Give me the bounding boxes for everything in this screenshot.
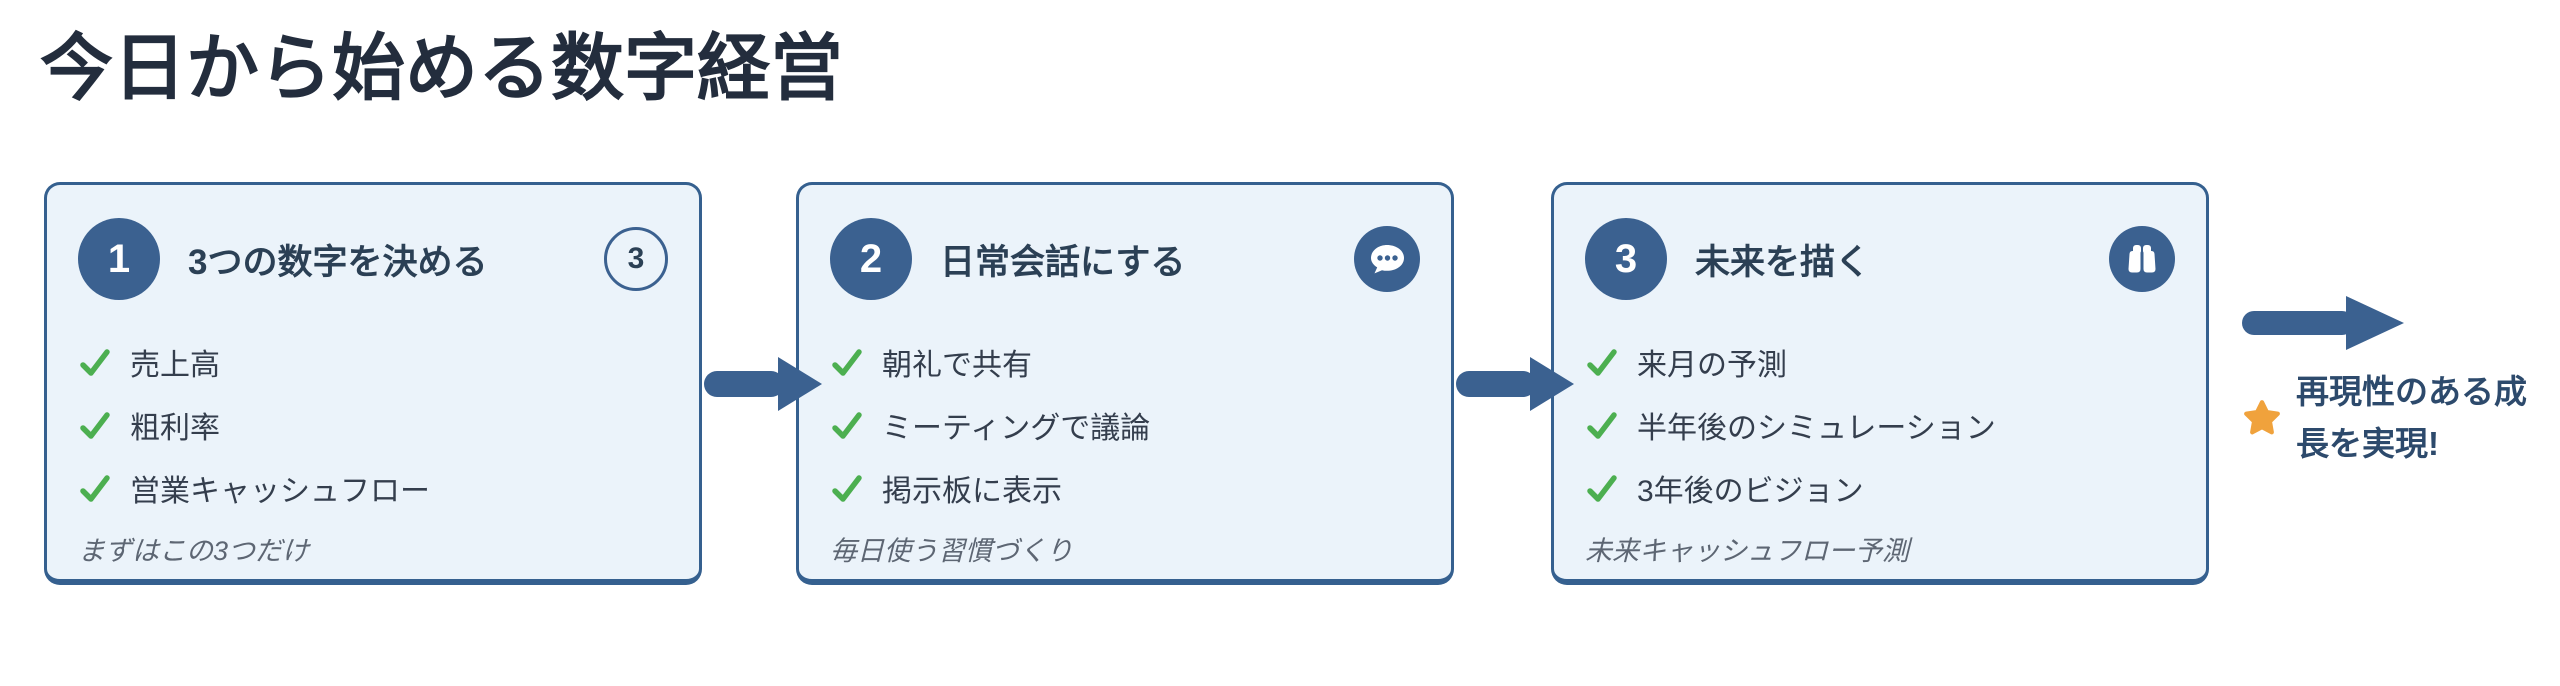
step-number-badge: 3: [1585, 218, 1667, 300]
step-number-badge: 1: [78, 218, 160, 300]
step-card-title: 日常会話にする: [940, 242, 1186, 282]
step-number-badge: 2: [830, 218, 912, 300]
check-icon: [80, 349, 110, 376]
list-item: 3年後のビジョン: [1585, 468, 2175, 508]
check-icon: [832, 349, 862, 376]
step-card-2: 2 日常会話にする 朝礼で共有 ミーティングで議論 掲示板に表示 毎日使う習慣づ…: [796, 182, 1454, 585]
count-circle-icon: 3: [604, 227, 668, 291]
outcome-text: 再現性のある成長を実現!: [2296, 373, 2527, 463]
list-item: 営業キャッシュフロー: [78, 468, 668, 508]
list-item-label: 半年後のシミュレーション: [1637, 412, 1996, 445]
list-item-label: 来月の予測: [1637, 349, 1787, 382]
list-item-label: 売上高: [130, 349, 220, 382]
binoculars-icon: [2109, 226, 2175, 292]
list-item: 半年後のシミュレーション: [1585, 405, 2175, 445]
step-card-1-header: 1 3つの数字を決める 3: [78, 218, 668, 300]
arrow-right-icon: [1456, 357, 1574, 411]
arrow-right-icon: [2242, 296, 2404, 350]
check-icon: [80, 412, 110, 439]
list-item: 来月の予測: [1585, 342, 2175, 382]
list-item: ミーティングで議論: [830, 405, 1420, 445]
list-item-label: 3年後のビジョン: [1637, 475, 1864, 508]
list-item-label: 粗利率: [130, 412, 220, 445]
list-item: 粗利率: [78, 405, 668, 445]
step-card-2-header: 2 日常会話にする: [830, 218, 1420, 300]
list-item-label: 朝礼で共有: [882, 349, 1032, 382]
check-icon: [832, 412, 862, 439]
list-item-label: ミーティングで議論: [882, 412, 1151, 445]
step-note: まずはこの3つだけ: [78, 536, 310, 566]
check-icon: [1587, 475, 1617, 502]
checklist: 売上高 粗利率 営業キャッシュフロー: [78, 342, 668, 508]
step-card-1: 1 3つの数字を決める 3 売上高 粗利率 営業キャッシュフロー まずはこの3つ…: [44, 182, 702, 585]
check-icon: [80, 475, 110, 502]
star-icon: [2244, 400, 2280, 435]
page-title: 今日から始める数字経営: [40, 28, 843, 109]
list-item-label: 掲示板に表示: [882, 475, 1062, 508]
arrow-right-icon: [704, 357, 822, 411]
check-icon: [1587, 349, 1617, 376]
step-note: 未来キャッシュフロー予測: [1585, 536, 1909, 566]
list-item-label: 営業キャッシュフロー: [130, 475, 430, 508]
outcome: 再現性のある成長を実現!: [2242, 366, 2552, 470]
checklist: 来月の予測 半年後のシミュレーション 3年後のビジョン: [1585, 342, 2175, 508]
speech-bubble-icon: [1354, 226, 1420, 292]
list-item: 掲示板に表示: [830, 468, 1420, 508]
step-note: 毎日使う習慣づくり: [830, 536, 1073, 566]
check-icon: [832, 475, 862, 502]
step-card-3-header: 3 未来を描く: [1585, 218, 2175, 300]
step-card-title: 3つの数字を決める: [188, 242, 488, 282]
list-item: 売上高: [78, 342, 668, 382]
step-card-title: 未来を描く: [1695, 242, 1871, 282]
list-item: 朝礼で共有: [830, 342, 1420, 382]
check-icon: [1587, 412, 1617, 439]
checklist: 朝礼で共有 ミーティングで議論 掲示板に表示: [830, 342, 1420, 508]
step-card-3: 3 未来を描く 来月の予測 半年後のシミュレーション 3年後のビジョン 未来キャ…: [1551, 182, 2209, 585]
